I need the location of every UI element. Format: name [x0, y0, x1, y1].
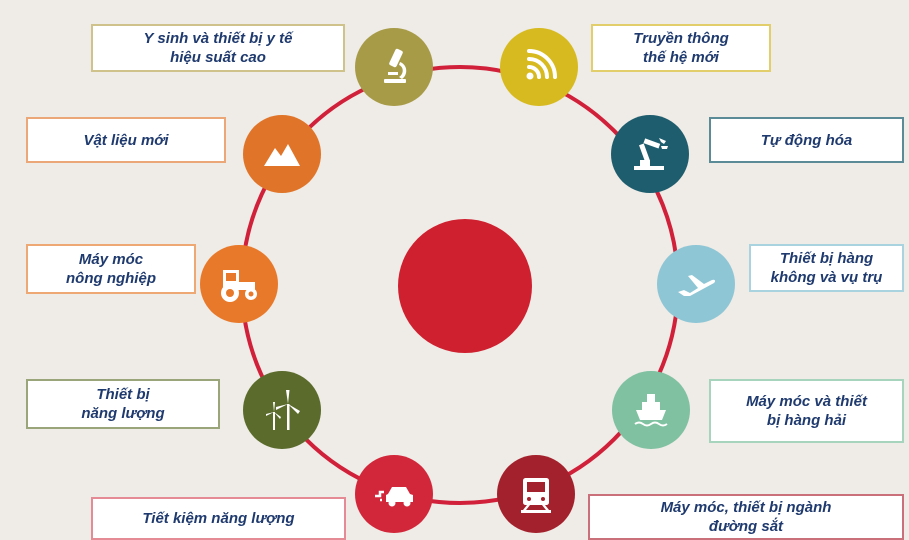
aerospace-node	[657, 245, 735, 323]
center-circle	[398, 219, 532, 353]
wind-turbine-icon	[266, 390, 300, 430]
label-new-materials: Vật liệu mới	[26, 117, 226, 163]
label-agriculture: Máy móc nông nghiệp	[26, 244, 196, 294]
label-new-materials-text: Vật liệu mới	[83, 131, 169, 149]
electric-car-icon	[375, 487, 413, 507]
ship-icon	[634, 394, 668, 427]
biomedical-node	[355, 28, 433, 106]
label-energy-equipment: Thiết bị năng lượng	[26, 379, 220, 429]
marine-node	[612, 371, 690, 449]
label-agriculture-text: Máy móc nông nghiệp	[66, 251, 156, 287]
automation-node	[611, 115, 689, 193]
tractor-icon	[221, 270, 257, 302]
energy-saving-node	[355, 455, 433, 533]
signal-waves-icon	[526, 49, 557, 80]
train-icon	[521, 478, 551, 513]
label-biomedical-text: Y sinh và thiết bị y tế hiệu suất cao	[143, 30, 293, 66]
label-telecom: Truyền thông thế hệ mới	[591, 24, 771, 72]
label-telecom-text: Truyền thông thế hệ mới	[633, 30, 729, 66]
label-aerospace-text: Thiết bị hàng không và vụ trụ	[770, 250, 883, 286]
label-railway-text: Máy móc, thiết bị ngành đường sắt	[660, 499, 832, 535]
label-marine: Máy móc và thiết bị hàng hải	[709, 379, 904, 443]
robot-arm-icon	[634, 138, 668, 170]
telecom-node	[500, 28, 578, 106]
mountain-icon	[264, 144, 300, 166]
microscope-icon	[384, 48, 407, 83]
label-energy-saving-text: Tiết kiệm năng lượng	[142, 510, 295, 527]
new-materials-node	[243, 115, 321, 193]
label-biomedical: Y sinh và thiết bị y tế hiệu suất cao	[91, 24, 345, 72]
agriculture-node	[200, 245, 278, 323]
label-automation-text: Tự động hóa	[760, 131, 853, 149]
energy-equipment-node	[243, 371, 321, 449]
railway-node	[497, 455, 575, 533]
airplane-icon	[678, 275, 716, 296]
label-aerospace: Thiết bị hàng không và vụ trụ	[749, 244, 904, 292]
label-marine-text: Máy móc và thiết bị hàng hải	[746, 393, 867, 429]
label-energy-equipment-text: Thiết bị năng lượng	[81, 386, 165, 422]
label-automation: Tự động hóa	[709, 117, 904, 163]
label-energy-saving: Tiết kiệm năng lượng	[91, 497, 346, 540]
label-railway: Máy móc, thiết bị ngành đường sắt	[588, 494, 904, 540]
